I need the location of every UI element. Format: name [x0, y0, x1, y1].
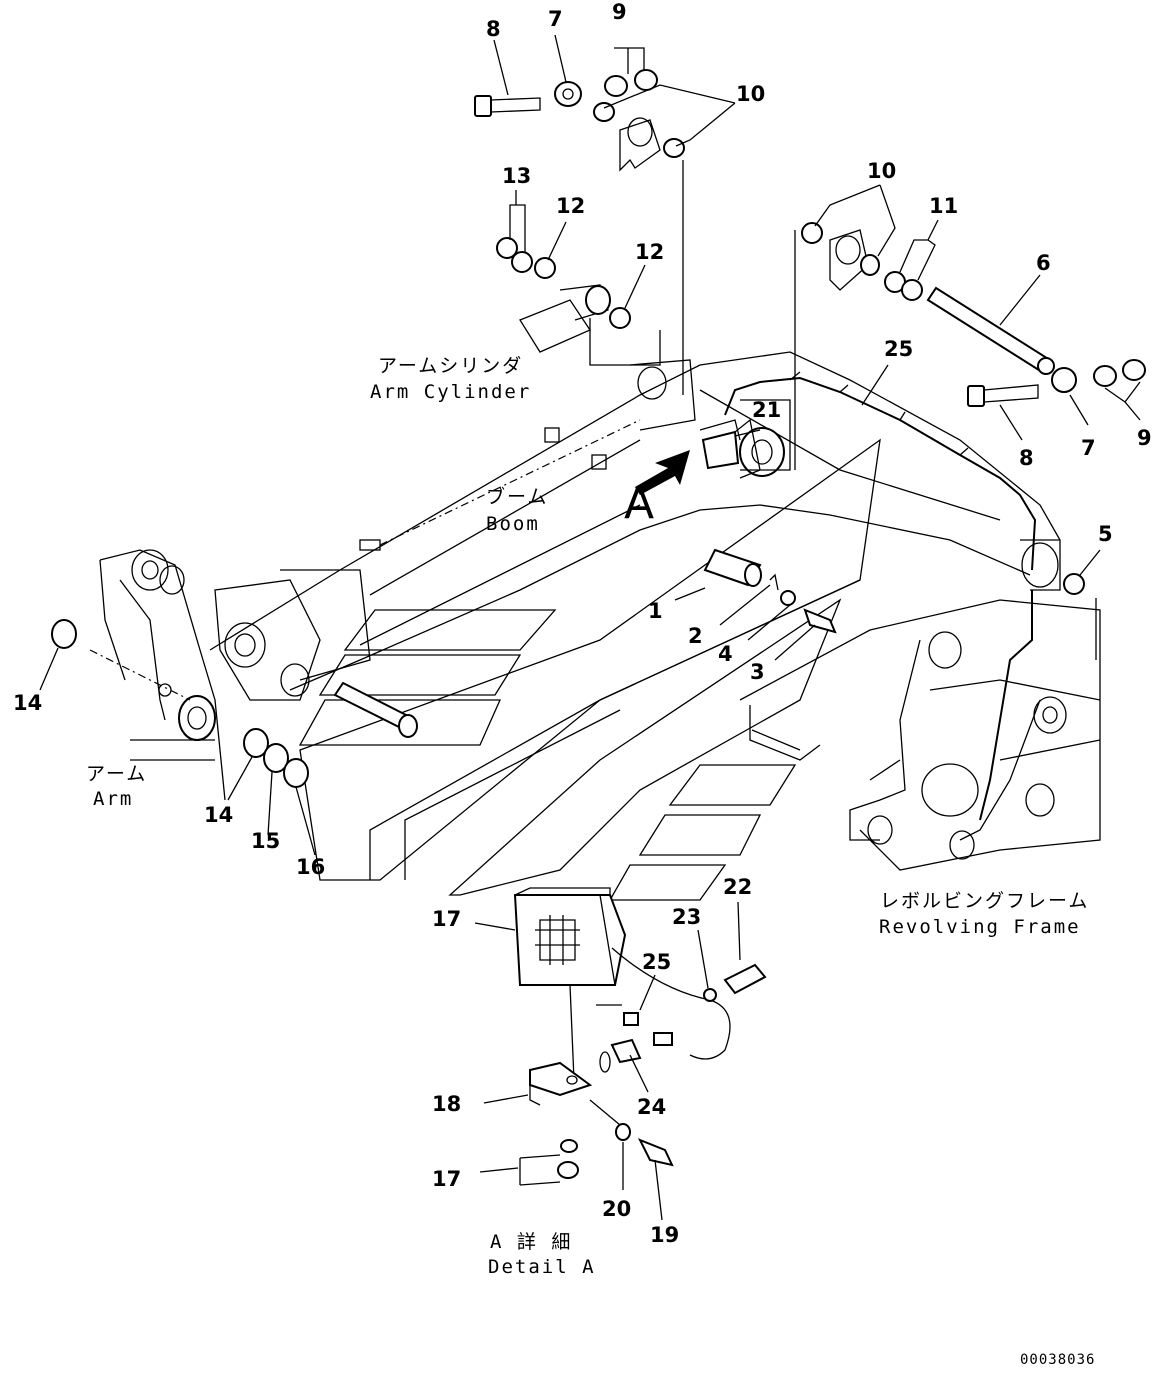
- component-labels: アームシリンダ Arm Cylinder ブーム Boom アーム Arm レボ…: [86, 355, 1095, 1368]
- callouts: 8 7 9 10 13 12 12 10 11 6 25 21 8 7 9 5 …: [13, 0, 1152, 1247]
- callout-9-right: 9: [1137, 426, 1152, 450]
- view-arrow-icon: [635, 450, 690, 495]
- callout-25-top: 25: [884, 337, 913, 361]
- callout-12-a: 12: [556, 194, 585, 218]
- callout-8-right: 8: [1019, 446, 1034, 470]
- callout-12-b: 12: [635, 240, 664, 264]
- callout-14-mid: 14: [204, 803, 233, 827]
- label-arm-en: Arm: [93, 788, 133, 810]
- callout-17-a: 17: [432, 907, 461, 931]
- callout-23: 23: [672, 905, 701, 929]
- callout-13: 13: [502, 164, 531, 188]
- callout-1: 1: [648, 599, 663, 623]
- label-arm-cylinder-en: Arm Cylinder: [370, 381, 531, 403]
- callout-17-b: 17: [432, 1167, 461, 1191]
- arm: [89, 549, 371, 801]
- callout-7-top: 7: [548, 7, 563, 31]
- leader-lines: [39, 34, 1141, 1221]
- callout-2: 2: [688, 624, 703, 648]
- label-detail-a-en: Detail A: [488, 1256, 596, 1278]
- callout-21: 21: [752, 398, 781, 422]
- revolving-frame: [739, 590, 1101, 871]
- callout-11: 11: [929, 194, 958, 218]
- callout-10-top: 10: [736, 82, 765, 106]
- label-revolving-frame-jp: レボルビングフレーム: [880, 890, 1089, 912]
- boom: [209, 351, 1061, 691]
- view-marker-a: A: [624, 478, 654, 529]
- callout-4: 4: [718, 642, 733, 666]
- callout-10-right: 10: [867, 159, 896, 183]
- arm-washers: [51, 619, 309, 788]
- callout-3: 3: [750, 660, 765, 684]
- callout-7-right: 7: [1081, 436, 1096, 460]
- label-boom-en: Boom: [486, 513, 540, 535]
- callout-9-top: 9: [612, 0, 627, 24]
- callout-18: 18: [432, 1092, 461, 1116]
- callout-24: 24: [637, 1095, 666, 1119]
- watermark: [298, 438, 881, 901]
- work-lamp-icon: [513, 887, 767, 1186]
- top-hardware: [333, 69, 1146, 738]
- callout-22: 22: [723, 875, 752, 899]
- label-arm-jp: アーム: [86, 763, 147, 785]
- callout-25-detail: 25: [642, 950, 671, 974]
- label-detail-a-jp: A 詳 細: [490, 1231, 572, 1253]
- label-revolving-frame-en: Revolving Frame: [879, 916, 1081, 938]
- label-boom-jp: ブーム: [486, 485, 548, 508]
- callout-20: 20: [602, 1197, 631, 1221]
- callout-5: 5: [1098, 522, 1113, 546]
- callout-19: 19: [650, 1223, 679, 1247]
- callout-16: 16: [296, 855, 325, 879]
- callout-15: 15: [251, 829, 280, 853]
- callout-14-left: 14: [13, 691, 42, 715]
- label-arm-cylinder-jp: アームシリンダ: [378, 355, 523, 377]
- drawing-code: 00038036: [1020, 1352, 1095, 1368]
- callout-8-top: 8: [486, 17, 501, 41]
- callout-6: 6: [1036, 251, 1051, 275]
